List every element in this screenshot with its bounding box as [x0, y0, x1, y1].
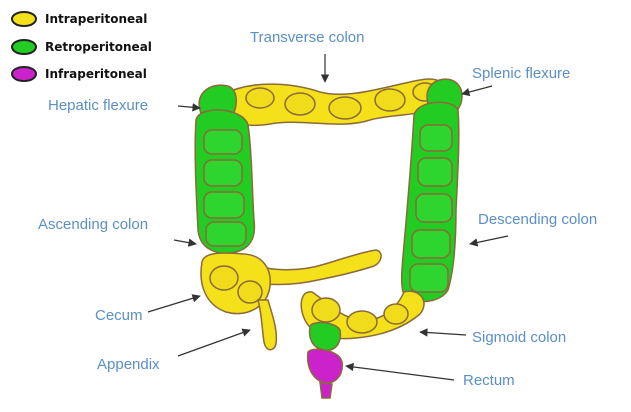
label-ascending-colon: Ascending colon [38, 216, 148, 233]
colon-illustration [195, 79, 462, 398]
transverse-colon-segment [222, 79, 446, 125]
arrow-rectum [346, 366, 454, 380]
label-appendix: Appendix [97, 356, 160, 373]
arrow-descending-colon [470, 236, 508, 244]
legend-label-infraperitoneal: Infraperitoneal [45, 67, 147, 81]
label-hepatic-flexure: Hepatic flexure [48, 97, 148, 114]
label-descending-colon: Descending colon [478, 211, 597, 228]
label-sigmoid-colon: Sigmoid colon [472, 329, 566, 346]
legend-label-intraperitoneal: Intraperitoneal [45, 12, 147, 26]
rectum-upper-segment [310, 323, 341, 351]
label-transverse-colon: Transverse colon [250, 29, 365, 46]
arrow-appendix [178, 330, 250, 356]
arrow-splenic-flexure [462, 86, 492, 94]
legend-item-intraperitoneal: Intraperitoneal [12, 12, 147, 26]
arrow-ascending-colon [174, 240, 196, 244]
ascending-colon-segment [195, 110, 254, 253]
descending-colon-segment [402, 102, 459, 301]
legend-label-retroperitoneal: Retroperitoneal [45, 40, 152, 54]
legend: Intraperitoneal Retroperitoneal Infraper… [12, 12, 152, 81]
arrow-hepatic-flexure [178, 106, 200, 108]
arrow-sigmoid-colon [420, 332, 466, 335]
label-splenic-flexure: Splenic flexure [472, 65, 570, 82]
infraperitoneal-swatch [12, 67, 36, 81]
label-cecum: Cecum [95, 307, 143, 324]
appendix-segment [258, 300, 276, 350]
arrow-cecum [148, 296, 200, 312]
retroperitoneal-swatch [12, 40, 36, 54]
label-rectum: Rectum [463, 372, 515, 389]
legend-item-retroperitoneal: Retroperitoneal [12, 40, 152, 54]
rectum-lower-segment [308, 349, 343, 398]
legend-item-infraperitoneal: Infraperitoneal [12, 67, 147, 81]
intraperitoneal-swatch [12, 12, 36, 26]
